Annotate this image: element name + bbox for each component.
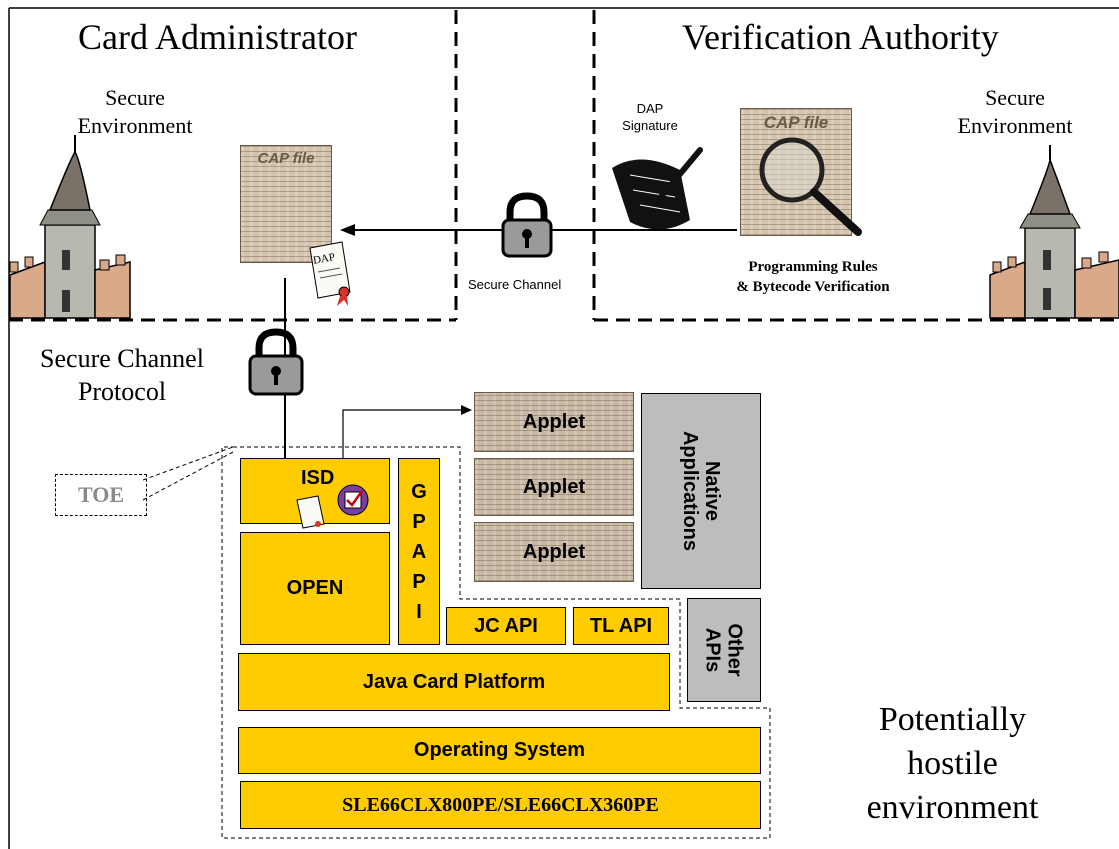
other-apis-label: Other APIs	[702, 623, 746, 677]
applet-1-label: Applet	[522, 410, 586, 433]
applet-3-label: Applet	[522, 540, 586, 563]
applet-2: Applet	[474, 458, 634, 516]
other-apis-box: Other APIs	[687, 598, 761, 702]
toe-label: TOE	[55, 474, 147, 516]
chip-box: SLE66CLX800PE/SLE66CLX360PE	[240, 781, 761, 829]
native-applications-label: Native Applications	[679, 430, 724, 552]
tl-api-label: TL API	[589, 614, 653, 637]
programming-rules-label: Programming Rules & Bytecode Verificatio…	[736, 259, 890, 295]
hostile-environment-label: Potentially hostile environment	[866, 701, 1039, 826]
applet-3: Applet	[474, 522, 634, 582]
open-box: OPEN	[240, 532, 390, 645]
java-card-platform-label: Java Card Platform	[362, 670, 546, 693]
isd-label: ISD	[301, 467, 335, 489]
card-administrator-title: Card Administrator	[78, 17, 357, 57]
verification-authority-title: Verification Authority	[682, 17, 999, 57]
cap-file-right-label: CAP file	[763, 113, 829, 132]
operating-system-label: Operating System	[413, 739, 586, 761]
secure-channel-label: Secure Channel	[468, 277, 562, 292]
cap-file-left: CAP file	[240, 145, 332, 263]
applet-2-label: Applet	[522, 475, 586, 498]
operating-system-box: Operating System	[238, 727, 761, 774]
secure-channel-protocol-label: Secure Channel Protocol	[40, 344, 204, 406]
dap-signature-label: DAP Signature	[622, 101, 678, 133]
chip-label: SLE66CLX800PE/SLE66CLX360PE	[342, 793, 659, 816]
toe-label-text: TOE	[77, 482, 125, 507]
jc-api-label: JC API	[474, 614, 538, 637]
cap-file-left-label: CAP file	[257, 150, 315, 167]
open-label: OPEN	[286, 577, 344, 599]
tl-api-box: TL API	[573, 607, 669, 645]
java-card-platform-box: Java Card Platform	[238, 653, 670, 711]
applet-1: Applet	[474, 392, 634, 452]
secure-environment-left: Secure Environment	[77, 85, 193, 138]
gp-api-label: G P A P I	[411, 480, 427, 623]
jc-api-box: JC API	[446, 607, 566, 645]
gp-api-box: G P A P I	[398, 458, 440, 645]
secure-environment-right: Secure Environment	[957, 85, 1073, 138]
native-applications-box: Native Applications	[641, 393, 761, 589]
